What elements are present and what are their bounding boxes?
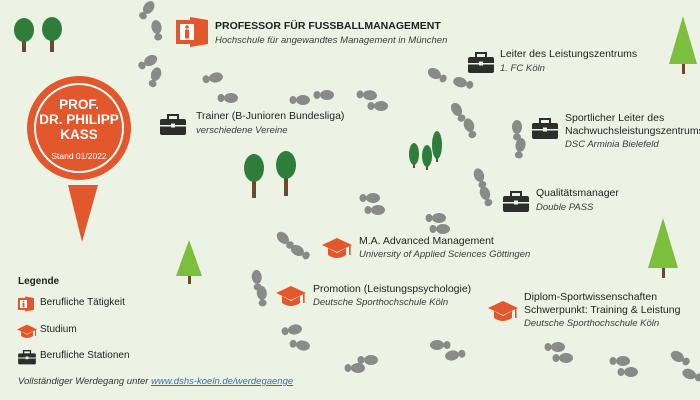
briefcase-icon <box>532 118 558 139</box>
legend-label: Berufliche Stationen <box>40 350 130 361</box>
entry-subtitle: Deutsche Sporthochschule Köln <box>524 318 660 329</box>
shoeprint-icon <box>148 67 162 88</box>
name-line: DR. PHILIPP <box>39 112 119 127</box>
shoeprint-icon <box>151 20 163 41</box>
entry-title: PROFESSOR FÜR FUSSBALLMANAGEMENT <box>215 20 441 32</box>
shoeprint-icon <box>425 213 446 223</box>
shoeprint-icon <box>512 120 522 141</box>
entry-subtitle: DSC Arminia Bielefeld <box>565 139 659 150</box>
entry-title: M.A. Advanced Management <box>359 235 494 247</box>
shoeprint-icon <box>463 118 477 139</box>
shoeprint-icon <box>552 353 573 363</box>
entry-title: Sportlicher Leiter des Nachwuchsleistung… <box>565 112 700 137</box>
shoeprint-icon <box>364 205 385 215</box>
shoeprint-icon <box>289 339 310 351</box>
name-line: PROF. <box>59 97 99 112</box>
briefcase-icon <box>160 114 186 135</box>
legend-label: Studium <box>40 324 77 335</box>
graduation-cap-icon <box>276 286 306 306</box>
graduation-cap-icon <box>322 238 352 258</box>
shoeprint-icon <box>359 193 380 203</box>
legend-heading: Legende <box>18 276 60 287</box>
entry-subtitle: Hochschule für angewandtes Management in… <box>215 35 448 46</box>
shoeprint-icon <box>202 72 223 84</box>
shoeprint-icon <box>217 93 238 103</box>
shoeprint-icon <box>357 355 378 365</box>
name-line: KASS <box>60 127 98 142</box>
shoeprint-icon <box>514 138 526 159</box>
shoeprint-icon <box>139 1 155 20</box>
entry-title: Trainer (B-Junioren Bundesliga) <box>196 110 345 122</box>
shoeprint-icon <box>609 356 630 366</box>
graduation-cap-icon <box>488 301 518 321</box>
shoeprint-icon <box>289 95 310 105</box>
profile-name: PROF. DR. PHILIPP KASS <box>30 97 128 142</box>
shoeprint-icon <box>450 102 466 122</box>
graduation-cap-icon <box>17 324 37 338</box>
entry-title: Diplom-Sportwissenschaften Schwerpunkt: … <box>524 291 681 316</box>
briefcase-icon <box>18 350 36 365</box>
tree-icon <box>14 17 62 52</box>
briefcase-icon <box>468 52 494 73</box>
shoeprint-icon <box>473 168 487 189</box>
briefcase-icon <box>503 191 529 212</box>
footer-note: Vollständiger Werdegang unter www.dshs-k… <box>18 376 293 387</box>
fir-tree-icon <box>669 16 697 74</box>
entry-subtitle: Deutsche Sporthochschule Köln <box>313 297 449 308</box>
entry-subtitle: verschiedene Vereine <box>196 125 288 136</box>
shoeprint-icon <box>479 186 493 207</box>
footer-text: Vollständiger Werdegang unter <box>18 376 152 387</box>
legend-label: Berufliche Tätigkeit <box>40 297 125 308</box>
shoeprint-icon <box>356 90 377 101</box>
shoeprint-icon <box>138 54 158 70</box>
shoeprint-icon <box>445 349 466 361</box>
shoeprint-icon <box>313 90 334 100</box>
shoeprint-icon <box>617 367 638 377</box>
fir-tree-icon <box>176 240 202 284</box>
entry-subtitle: 1. FC Köln <box>500 63 545 74</box>
shoeprint-icon <box>429 224 450 234</box>
shoeprint-icon <box>344 363 365 373</box>
shoeprint-icon <box>290 244 310 260</box>
entry-subtitle: Double PASS <box>536 202 594 213</box>
fir-tree-icon <box>648 218 678 278</box>
entry-title: Qualitätsmanager <box>536 187 619 199</box>
pine-tree-icon <box>409 131 442 170</box>
shoeprint-icon <box>682 368 700 382</box>
stand-date: Stand 01/2022 <box>51 151 107 161</box>
door-person-icon <box>18 296 34 312</box>
shoeprint-icon <box>453 77 474 89</box>
werdegang-link[interactable]: www.dshs-koeln.de/werdegaenge <box>151 376 294 387</box>
entry-subtitle: University of Applied Sciences Göttingen <box>359 249 531 260</box>
entry-title: Promotion (Leistungspsychologie) <box>313 283 472 295</box>
shoeprint-icon <box>670 350 690 366</box>
door-person-icon <box>176 17 208 47</box>
footprint-path <box>138 1 700 382</box>
shoeprint-icon <box>256 286 267 307</box>
entry-title: Leiter des Leistungszentrums <box>500 48 638 60</box>
shoeprint-icon <box>544 342 565 352</box>
location-pin <box>27 76 131 242</box>
tree-icon <box>244 151 296 198</box>
shoeprint-icon <box>367 101 388 111</box>
shoeprint-icon <box>427 67 447 83</box>
shoeprint-icon <box>281 324 302 336</box>
shoeprint-icon <box>430 340 451 350</box>
